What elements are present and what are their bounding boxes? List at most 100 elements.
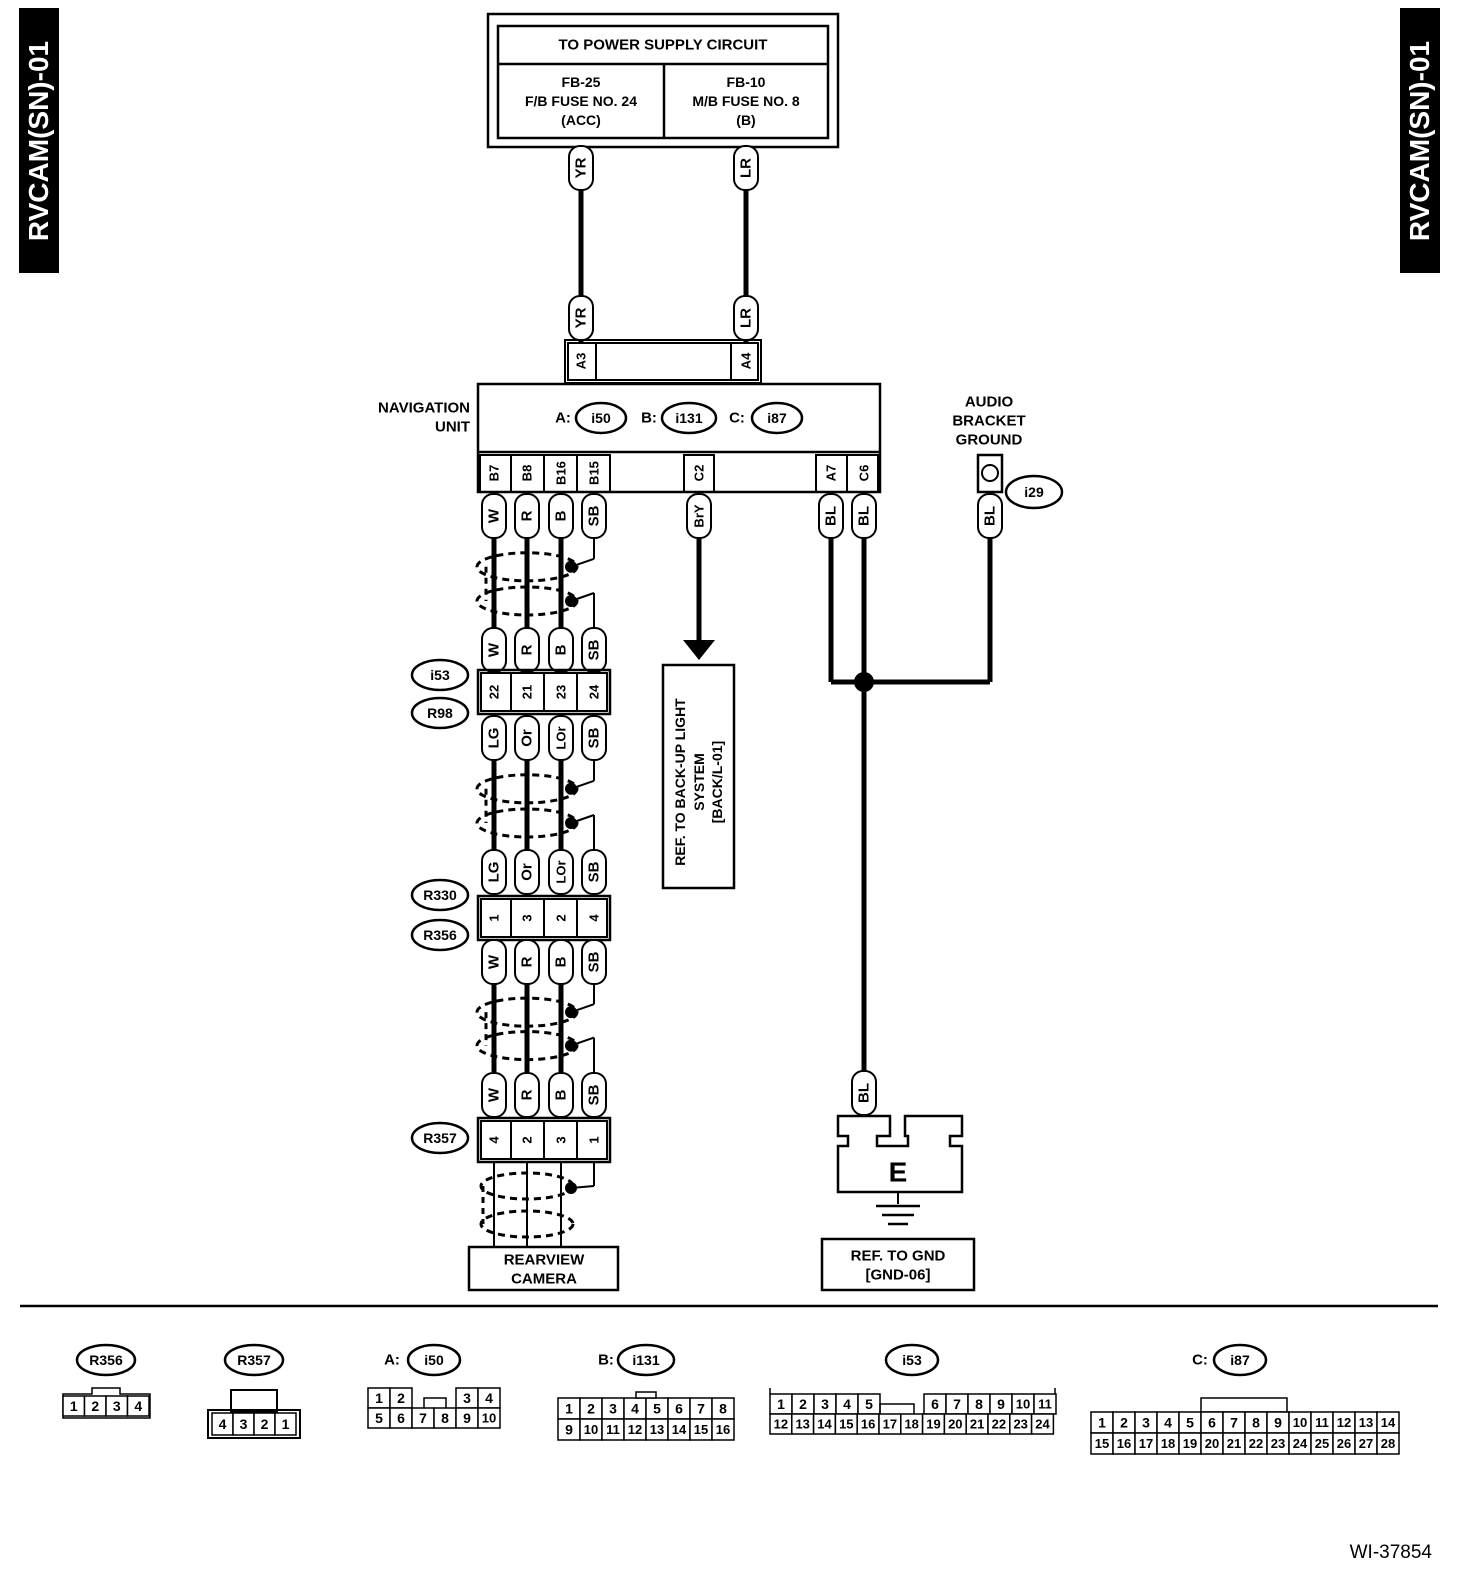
pin-A3: A3 [574, 353, 589, 370]
connector-id-i29: i29 [1004, 474, 1064, 510]
face-label-R357: R357 [223, 1343, 285, 1377]
seg3-wire-1: R [519, 956, 536, 967]
connector-cell-number: 1 [565, 1401, 573, 1417]
connector-cell-number: 12 [628, 1422, 642, 1437]
connector-cell-number: 26 [1337, 1436, 1351, 1451]
connector-ellipse [1212, 1343, 1268, 1377]
connector-cell-number: 17 [1139, 1436, 1153, 1451]
rearview-camera-label: REARVIEW [504, 1252, 585, 1269]
wire-tag-shape [581, 849, 607, 895]
shield-drain-dot [565, 595, 577, 607]
connector-cell-number: 11 [1315, 1415, 1329, 1430]
shield-drain-dot [565, 1006, 577, 1019]
wire-tag-shape [481, 849, 507, 895]
connector-cell-number: 7 [697, 1401, 705, 1417]
connector-id-text: R98 [427, 705, 453, 721]
connector-cell-number: 13 [650, 1422, 664, 1437]
figure-id: WI-37854 [1349, 1542, 1432, 1563]
connector-id-R330: R330 [410, 878, 470, 912]
supply-connector-header-inner [567, 342, 759, 381]
pin-C6: C6 [857, 465, 872, 482]
connector-cell-number: 16 [1117, 1436, 1131, 1451]
connector-cell-number: 9 [565, 1422, 573, 1438]
bry-arrow [683, 640, 715, 660]
face-R357-lock [230, 1389, 278, 1413]
connector-cell [1030, 1413, 1055, 1435]
connector-cell-number: 28 [1381, 1436, 1395, 1451]
connector-cell-number: 1 [375, 1390, 383, 1406]
connector-id-R98: R98 [410, 696, 470, 730]
connector-cell-number: 14 [817, 1417, 832, 1432]
gnd-ref-line2: [GND-06] [865, 1267, 930, 1284]
face-label-R356: R356 [75, 1343, 137, 1377]
connector-i53-pin-24: 24 [587, 684, 602, 699]
connector-cell-number: 7 [953, 1396, 961, 1412]
seg1-wire-3: SB [586, 639, 603, 660]
seg2-wire-0: LG [486, 728, 503, 749]
nav-wire-1: R [519, 510, 536, 521]
seg2b-wire-2: LOr [554, 860, 569, 883]
connector-cell-number: 3 [240, 1416, 248, 1432]
connector-ellipse [410, 658, 470, 692]
seg1-wire-0: W [486, 642, 503, 657]
nav-connector-prefix: B: [641, 410, 657, 427]
connector-ellipse [410, 696, 470, 730]
connector-id-text: i53 [902, 1352, 922, 1368]
connector-cell-number: 5 [1186, 1415, 1194, 1431]
face-label-i87: i87 [1212, 1343, 1268, 1377]
connector-R330-pin-4: 4 [587, 914, 602, 922]
connector-id-text: i53 [430, 667, 450, 683]
connector-ellipse [75, 1343, 137, 1377]
nav-connector-i87: i87 [750, 401, 804, 435]
connector-id-i53: i53 [410, 658, 470, 692]
power-supply-outer [486, 12, 840, 149]
c6-wire-label: BL [856, 506, 873, 526]
connector-i53-pin-22: 22 [487, 685, 502, 699]
connector-cell-number: 2 [91, 1398, 99, 1414]
connector-ellipse [223, 1343, 285, 1377]
connector-cell-number: 2 [587, 1401, 595, 1417]
seg3b-wire-0: W [486, 1087, 503, 1102]
face-prefix-i50: A: [384, 1352, 400, 1369]
supply-wire-top-label: YR [573, 157, 590, 178]
connector-cell-number: 24 [1293, 1436, 1308, 1451]
connector-R357-pin-3: 3 [554, 1136, 569, 1143]
connector-cell-number: 8 [975, 1396, 983, 1412]
backup-ref-line2: SYSTEM [691, 753, 707, 811]
connector-id-R356: R356 [410, 918, 470, 952]
connector-ellipse [574, 401, 628, 435]
pin-B8: B8 [520, 465, 535, 482]
connector-i53-outer [476, 668, 612, 716]
connector-cell-number: 4 [134, 1398, 142, 1414]
connector-cell-number: 13 [795, 1417, 809, 1432]
navigation-unit-label-2: UNIT [435, 419, 470, 436]
face-i53-lock [879, 1403, 915, 1414]
connector-cell-number: 6 [397, 1410, 405, 1426]
connector-cell-number: 19 [1183, 1436, 1197, 1451]
seg2b-wire-3: SB [586, 861, 603, 882]
connector-cell-number: 12 [1337, 1415, 1351, 1430]
power-supply-title: TO POWER SUPPLY CIRCUIT [559, 37, 768, 54]
nav-connector-prefix: C: [729, 410, 745, 427]
face-label-i53: i53 [884, 1343, 940, 1377]
connector-id-text: i50 [591, 410, 611, 426]
connector-cell-number: 18 [1161, 1436, 1175, 1451]
connector-cell-number: 11 [606, 1422, 620, 1437]
connector-ellipse [750, 401, 804, 435]
connector-cell-number: 20 [948, 1417, 962, 1432]
shield-drain-dot [565, 1039, 577, 1052]
connector-cell-number: 4 [1164, 1415, 1172, 1431]
connector-cell-number: 10 [482, 1411, 496, 1426]
ground-junction [854, 672, 874, 692]
connector-cell-number: 7 [419, 1410, 427, 1426]
shield-drain-dot [565, 560, 577, 573]
face-i131-lock [635, 1391, 657, 1399]
seg3b-wire-1: R [519, 1089, 536, 1100]
connector-cell-number: 5 [865, 1396, 873, 1412]
gnd-ref-line1: REF. TO GND [851, 1248, 946, 1265]
connector-ellipse [1004, 474, 1064, 510]
connector-R330-pin-2: 2 [554, 914, 569, 921]
face-label-i131: i131 [616, 1343, 676, 1377]
supply-wire-bottom-label: LR [738, 308, 755, 328]
